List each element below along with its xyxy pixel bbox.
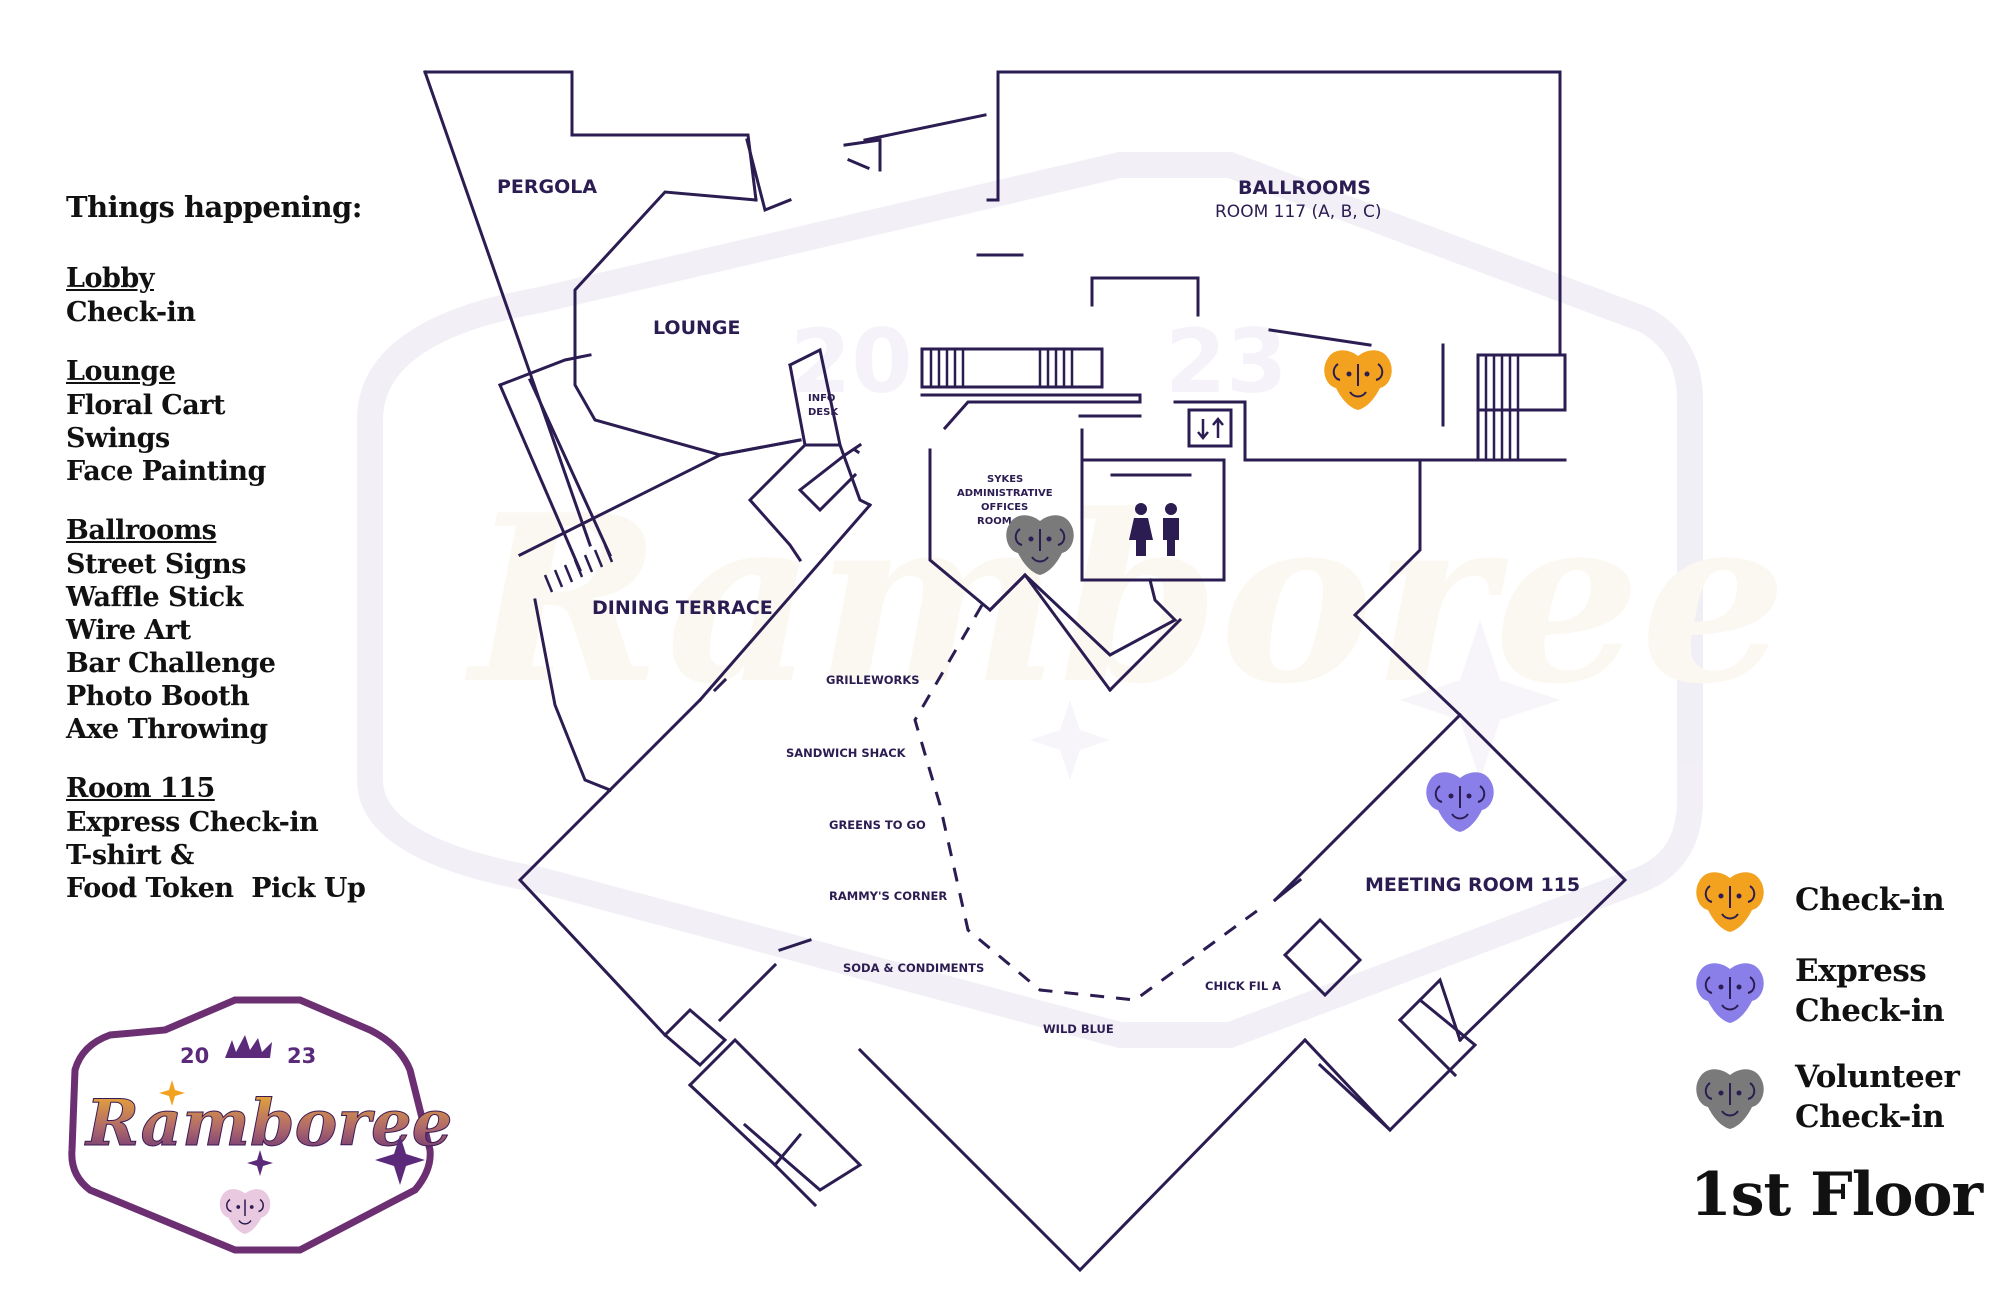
logo-year-right: 23 [287,1044,316,1068]
check-in-marker-icon [1323,349,1393,411]
info-desk-label-2: DESK [808,407,839,418]
stairs-left-bottom [662,1007,863,1208]
group-item: Waffle Stick [66,582,243,613]
watermark-year-left: 20 [790,310,912,413]
food-label-grilleworks: GRILLEWORKS [826,673,920,687]
room-label-ballrooms: BALLROOMS [1238,177,1371,199]
group-item: Face Painting [66,456,266,487]
restroom-icon [1129,503,1179,556]
sidebar-group-ballrooms: Ballrooms Street Signs Waffle Stick Wire… [66,514,396,746]
sykes-label-3: OFFICES [981,502,1028,513]
group-item: Axe Throwing [66,714,268,745]
sidebar-group-lobby: Lobby Check-in [66,262,396,329]
group-item: Photo Booth [66,681,250,712]
group-item: Wire Art [66,615,191,646]
group-item: Express Check-in [66,807,319,838]
sidebar-group-lounge: Lounge Floral Cart Swings Face Painting [66,355,396,488]
group-title: Lobby [66,263,154,294]
floor-title: 1st Floor [1690,1160,1983,1230]
legend-item-volunteer: Volunteer Check-in [1695,1057,1960,1137]
group-item: Street Signs [66,549,246,580]
food-label-soda-condiments: SODA & CONDIMENTS [843,961,984,975]
sparkle-icon [375,1135,425,1185]
stairs-top [920,347,1142,397]
room-label-dining-terrace: DINING TERRACE [592,597,773,619]
ramboree-logo: 20 23 Ramboree [68,996,453,1254]
watermark-year-right: 23 [1165,310,1287,413]
room-label-ballrooms-sub: ROOM 117 (A, B, C) [1215,202,1382,222]
group-item: T-shirt & [66,840,194,871]
logo-year-left: 20 [180,1044,209,1068]
stairs-right-bottom [1282,917,1478,1133]
group-title: Lounge [66,356,176,387]
legend-item-check-in: Check-in [1695,865,1945,935]
room-label-meeting-room: MEETING ROOM 115 [1365,874,1580,896]
food-label-chick-fil-a: CHICK FIL A [1205,979,1281,993]
food-label-rammys-corner: RAMMY'S CORNER [829,889,947,903]
check-in-ram-icon [1695,871,1765,933]
room-label-pergola: PERGOLA [497,176,597,198]
legend-label: Check-in [1795,882,1945,918]
group-item: Bar Challenge [66,648,276,679]
volunteer-ram-icon [1695,1068,1765,1130]
watermark-word: Ramboree [464,465,1787,735]
legend-item-express: Express Check-in [1695,951,1945,1031]
group-item: Food Token Pick Up [66,873,366,904]
sunburst-icon [225,1035,272,1058]
legend-label: Check-in [1795,993,1945,1029]
group-item: Floral Cart [66,390,226,421]
group-title: Ballrooms [66,515,217,546]
group-item: Swings [66,423,170,454]
food-label-wild-blue: WILD BLUE [1043,1022,1114,1036]
elevator-icon [1197,417,1224,440]
group-item: Check-in [66,297,196,328]
elevator [1187,408,1233,448]
food-label-greens-to-go: GREENS TO GO [829,818,926,832]
sidebar-group-room-115: Room 115 Express Check-in T-shirt & Food… [66,772,396,905]
express-check-in-marker-icon [1425,771,1495,833]
watermark: 20 23 Ramboree [357,152,1787,1048]
sparkle-icon [247,1150,273,1176]
sykes-label-1: SYKES [987,474,1023,485]
legend-label: Check-in [1795,1099,1945,1135]
express-ram-icon [1695,962,1765,1024]
events-sidebar: Things happening: Lobby Check-in Lounge … [66,190,396,931]
sidebar-heading: Things happening: [66,190,363,224]
sykes-label-2: ADMINISTRATIVE [957,488,1053,499]
sykes-label-4: ROOM 1 [977,516,1022,527]
floor-plan-walls [423,70,1628,1273]
logo-word: Ramboree [84,1086,452,1161]
sparkle-icon [159,1080,185,1106]
group-title: Room 115 [66,773,215,804]
stair-treads [543,349,1520,593]
legend-label: Volunteer [1795,1059,1960,1095]
room-label-lounge: LOUNGE [653,317,741,339]
legend-label: Express [1795,953,1927,989]
info-desk-label-1: INFO [808,393,835,404]
food-label-sandwich-shack: SANDWICH SHACK [786,746,907,760]
